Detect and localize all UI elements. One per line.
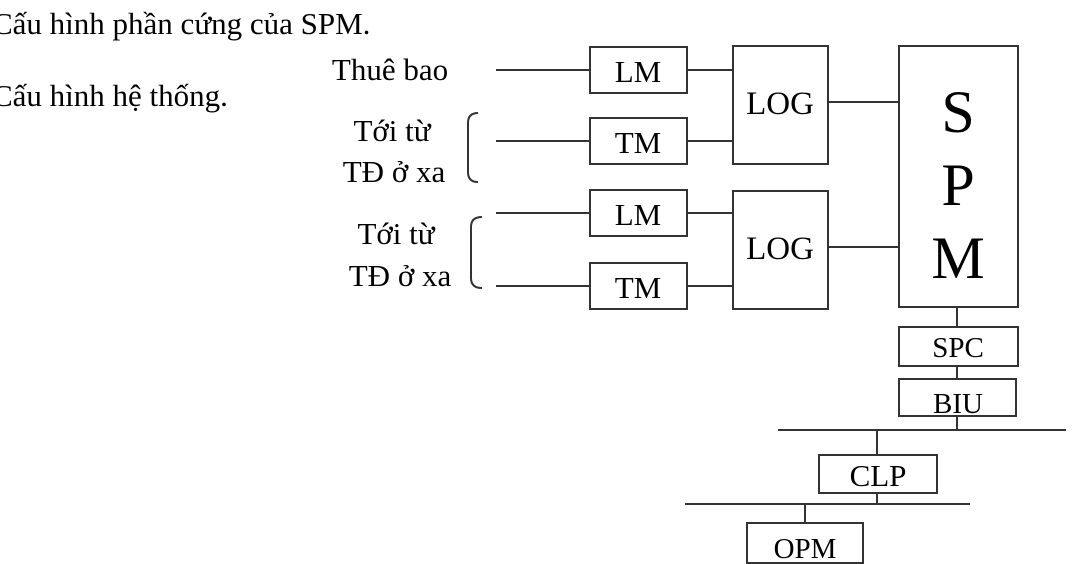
log-module-1: LOG [732,45,829,165]
hardware-caption: Cấu hình phần cứng của SPM. [0,6,371,41]
biu-module: BIU [898,378,1017,420]
lm-module-2-label: LM [615,197,662,232]
spm-letter-p: P [941,152,974,218]
log-module-2-label: LOG [746,231,814,267]
spm-module: S P M [898,45,1019,308]
spm-letter-s: S [941,79,974,145]
opm-module-label: OPM [774,533,837,564]
connection-lines [496,69,1066,523]
tm-module-2-label: TM [615,270,662,305]
remote-group-2-line-2: TĐ ở xa [349,258,452,293]
remote-group-2-line-1: Tới từ [357,216,435,251]
lm-module-1-label: LM [615,54,662,89]
log-module-1-label: LOG [746,86,814,122]
subscriber-label: Thuê bao [332,52,448,87]
tm-module-2: TM [589,262,688,310]
spc-module-label: SPC [932,332,984,364]
spm-letter-m: M [931,225,984,291]
remote-group-1-line-2: TĐ ở xa [343,154,446,189]
lm-module-1: LM [589,46,688,94]
system-caption: Cấu hình hệ thống. [0,78,228,113]
tm-module-1-label: TM [615,125,662,160]
clp-module-label: CLP [850,458,907,493]
opm-module: OPM [746,522,864,564]
biu-module-label: BIU [933,388,983,420]
log-module-2: LOG [732,190,829,310]
brace-group-1 [467,112,479,183]
remote-group-1-line-1: Tới từ [353,113,431,148]
spc-module: SPC [898,326,1019,367]
brace-group-2 [470,216,483,289]
tm-module-1: TM [589,117,688,165]
lm-module-2: LM [589,189,688,237]
clp-module: CLP [818,454,938,494]
